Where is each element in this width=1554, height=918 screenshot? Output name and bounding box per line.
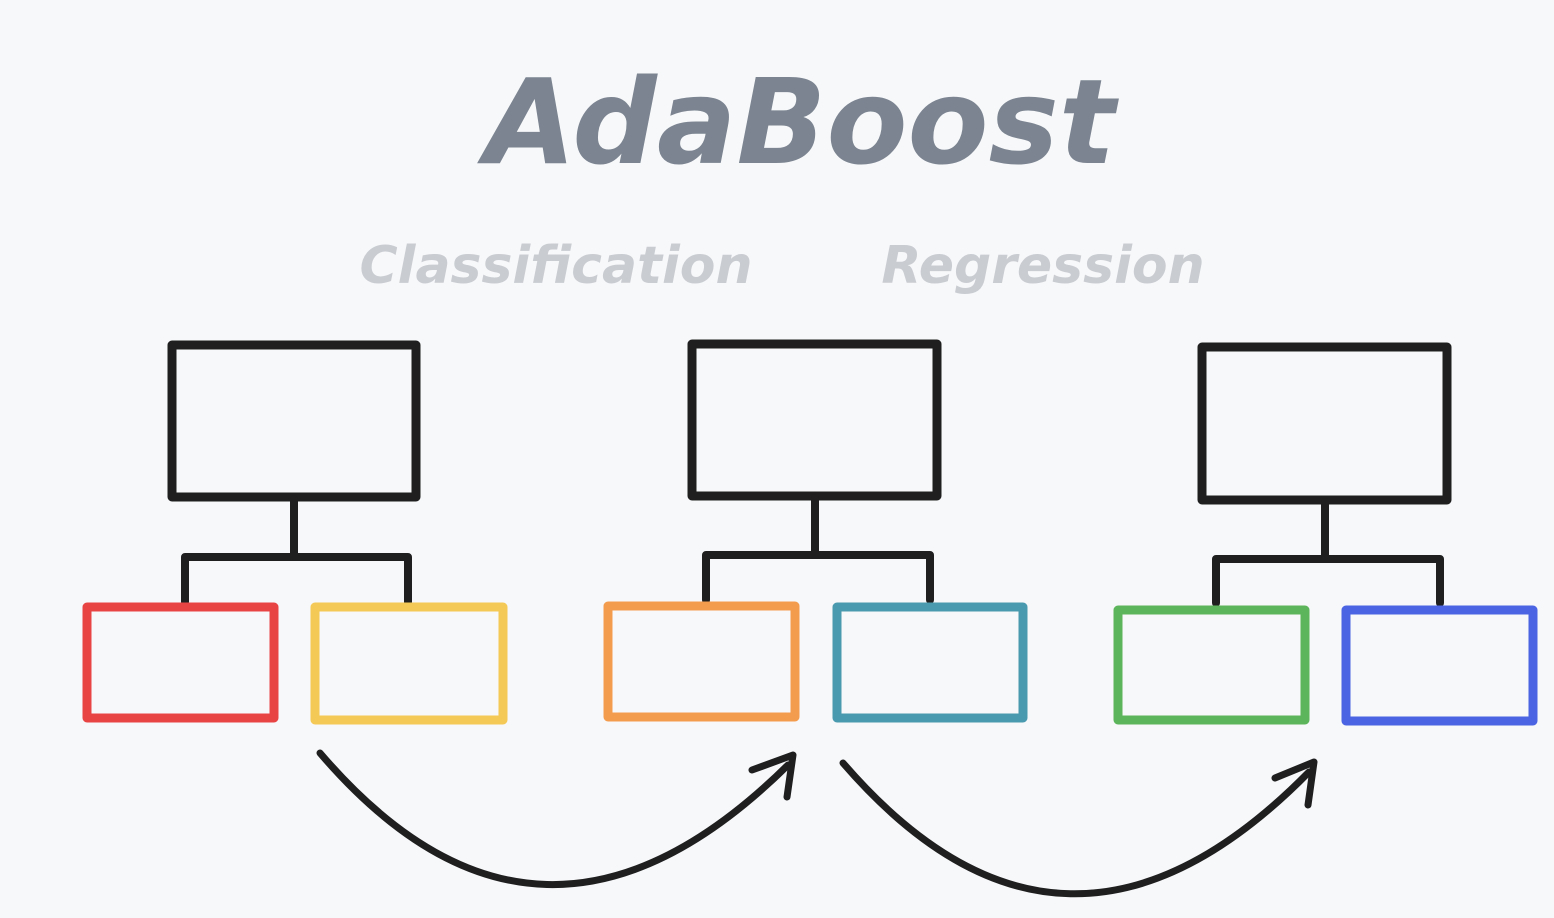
tree-2-root-node — [687, 339, 942, 501]
tree-3-right-leaf — [1341, 605, 1538, 726]
arrowhead-icon — [748, 751, 797, 801]
arrow-tree2-to-tree3 — [839, 758, 1318, 898]
tree-3-left-leaf — [1113, 605, 1310, 725]
tree-3 — [1113, 342, 1538, 726]
classification-label: Classification — [359, 236, 752, 296]
tree-1-right-leaf — [310, 602, 508, 725]
tree-2-right-leaf — [832, 602, 1028, 723]
tree-1-connectors — [181, 495, 412, 606]
tree-3-root-node — [1197, 342, 1452, 505]
tree-2-connectors — [702, 494, 934, 604]
tree-2-left-leaf — [603, 601, 800, 722]
tree-3-connectors — [1212, 498, 1444, 607]
tree-2 — [603, 339, 1028, 723]
arrow-tree1-to-tree2 — [316, 749, 797, 889]
tree-1-left-leaf — [82, 602, 279, 723]
arrow-curve — [839, 759, 1313, 898]
diagram-title: AdaBoost — [477, 53, 1120, 191]
regression-label: Regression — [881, 236, 1204, 296]
arrow-curve — [316, 749, 792, 889]
tree-1-root-node — [167, 340, 421, 502]
tree-1 — [82, 340, 508, 725]
arrowhead-icon — [1271, 758, 1318, 809]
